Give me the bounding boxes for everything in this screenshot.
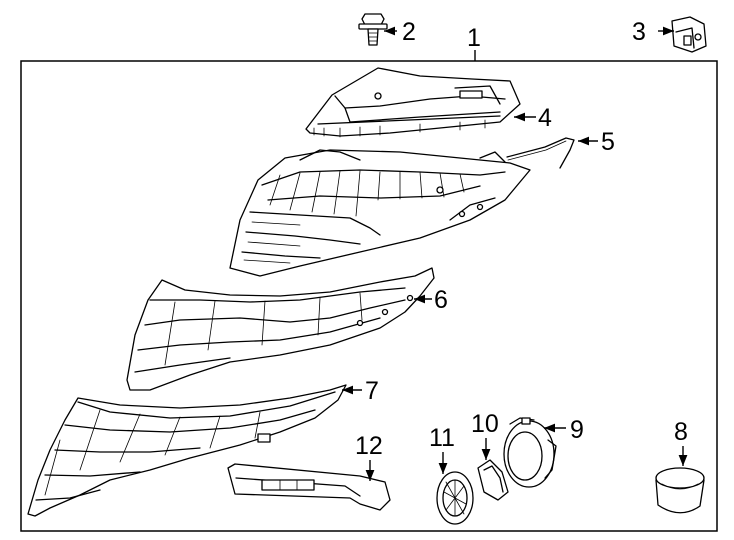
callout-5-label: 5	[601, 128, 615, 156]
part-2-bolt	[358, 13, 388, 46]
assembly-frame	[20, 60, 718, 532]
part-6-bezel	[126, 267, 435, 391]
part-3-bracket	[671, 16, 707, 53]
part-8-cylinder	[655, 467, 705, 514]
callout-9-label: 9	[570, 416, 584, 444]
callout-7-label: 7	[365, 377, 379, 405]
part-5-seal	[506, 137, 575, 169]
callout-3-label: 3	[632, 18, 646, 46]
callout-11-label: 11	[429, 424, 455, 452]
part-12-trim	[227, 463, 391, 511]
callout-6-label: 6	[434, 286, 448, 314]
callout-4-label: 4	[538, 104, 552, 132]
part-10-bulb-cover	[477, 459, 509, 501]
part-9-socket	[503, 417, 557, 488]
part-4-cover	[305, 67, 521, 138]
callout-8-label: 8	[674, 418, 688, 446]
callout-12-label: 12	[355, 432, 383, 460]
callout-2-label: 2	[402, 18, 416, 46]
callout-1-label: 1	[467, 24, 481, 52]
part-11-cap	[436, 471, 474, 525]
callout-10-label: 10	[471, 410, 499, 438]
part-1-headlamp-housing	[229, 149, 531, 277]
